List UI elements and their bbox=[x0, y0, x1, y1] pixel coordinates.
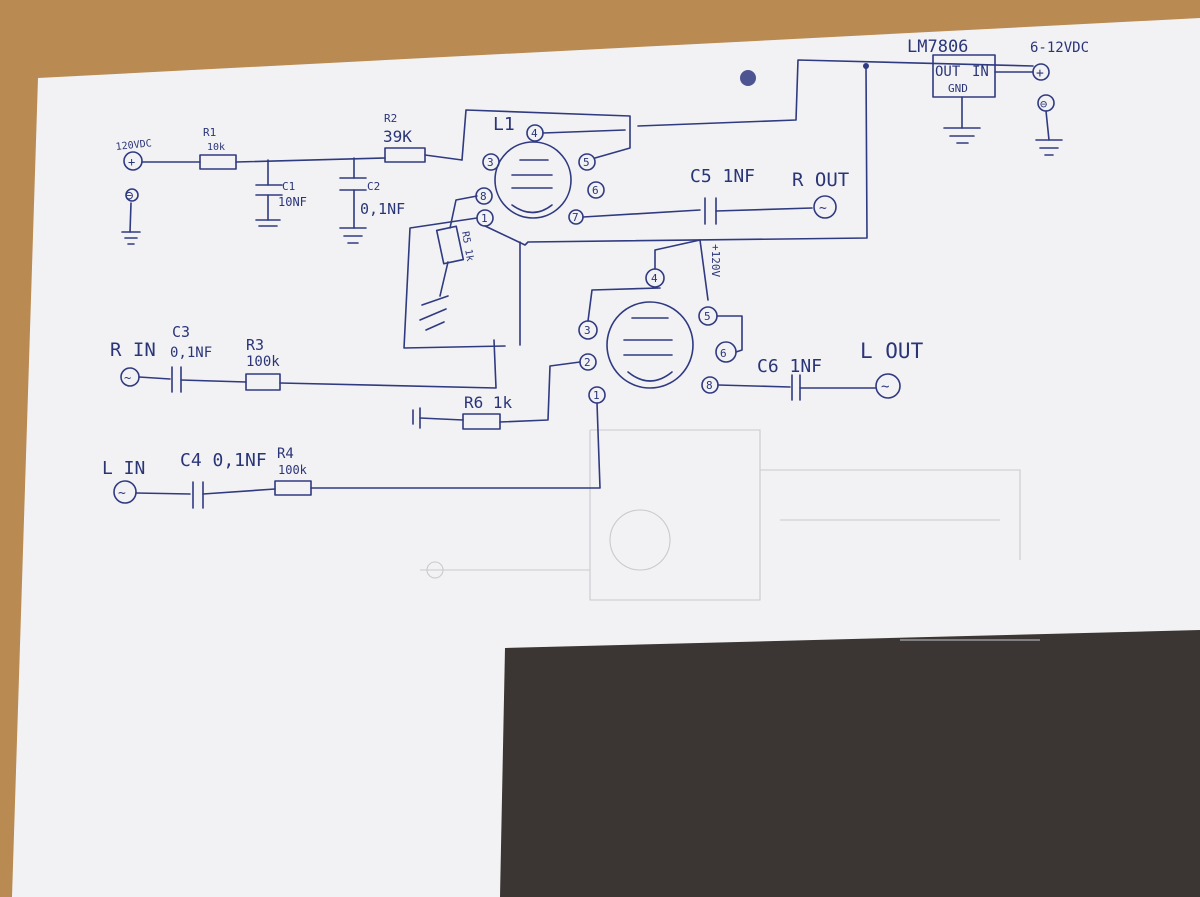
l2-pin-1: 1 bbox=[593, 389, 600, 402]
label-r-in: R IN bbox=[110, 339, 156, 361]
label-lm7806: LM7806 bbox=[907, 37, 968, 57]
label-120-minus: ⊖ bbox=[125, 188, 134, 204]
label-c2-name: C2 bbox=[367, 180, 380, 193]
label-r-in-ac: ~ bbox=[124, 371, 131, 385]
label-612-minus: ⊖ bbox=[1040, 97, 1047, 111]
label-l-in: L IN bbox=[102, 458, 145, 479]
label-reg-in: IN bbox=[972, 64, 989, 80]
label-c3-value: 0,1NF bbox=[170, 345, 212, 361]
l1-pin-5: 5 bbox=[583, 156, 590, 169]
pin-numbers: 4 3 5 6 8 1 7 4 3 5 2 6 1 8 bbox=[480, 127, 727, 402]
l2-pin-8: 8 bbox=[706, 379, 713, 392]
l2-pin-5: 5 bbox=[704, 310, 711, 323]
label-reg-out: OUT bbox=[935, 64, 961, 80]
label-r-out-ac: ~ bbox=[819, 201, 827, 216]
label-c4: C4 0,1NF bbox=[180, 450, 267, 471]
label-r1-name: R1 bbox=[203, 126, 216, 139]
ghost-lines bbox=[420, 429, 1040, 641]
label-r3-value: 100k bbox=[246, 354, 280, 370]
l2-pin-4: 4 bbox=[651, 272, 658, 285]
label-c3-name: C3 bbox=[172, 323, 190, 341]
label-c2-value: 0,1NF bbox=[360, 200, 405, 218]
label-612-plus: + bbox=[1036, 66, 1044, 81]
label-c1-value: 10NF bbox=[278, 195, 307, 209]
label-l-out: L OUT bbox=[860, 339, 924, 363]
label-c1-name: C1 bbox=[282, 180, 295, 193]
l1-pin-3: 3 bbox=[487, 156, 494, 169]
l1-pin-1: 1 bbox=[481, 212, 488, 225]
label-r6: R6 1k bbox=[464, 393, 513, 412]
label-l1: L1 bbox=[493, 114, 515, 135]
l2-pin-2: 2 bbox=[584, 356, 591, 369]
label-l-out-ac: ~ bbox=[881, 379, 889, 395]
label-c5: C5 1NF bbox=[690, 166, 755, 187]
label-reg-gnd: GND bbox=[948, 82, 968, 95]
label-r2-name: R2 bbox=[384, 112, 397, 125]
wires bbox=[113, 54, 1063, 509]
label-r3-name: R3 bbox=[246, 336, 264, 354]
l1-pin-7: 7 bbox=[572, 211, 579, 224]
labels: 120VDC + ⊖ R1 10k C1 10NF C2 0,1NF R2 39… bbox=[102, 37, 1089, 501]
l1-pin-6: 6 bbox=[592, 184, 599, 197]
l2-pin-6: 6 bbox=[720, 347, 727, 360]
label-r2-value: 39K bbox=[383, 127, 412, 146]
label-r5: R5 1k bbox=[459, 231, 475, 263]
label-r4-name: R4 bbox=[277, 446, 294, 462]
l1-pin-8: 8 bbox=[480, 190, 487, 203]
label-plus-120v: +120V bbox=[709, 244, 722, 277]
l1-pin-4: 4 bbox=[531, 127, 538, 140]
label-r1-value: 10k bbox=[207, 142, 225, 153]
label-l-in-ac: ~ bbox=[118, 486, 126, 501]
label-r-out: R OUT bbox=[792, 169, 849, 191]
label-r4-value: 100k bbox=[278, 463, 308, 477]
paper-shadow bbox=[500, 630, 1200, 897]
label-c6: C6 1NF bbox=[757, 356, 822, 377]
label-120-plus: + bbox=[128, 155, 135, 169]
label-6-12vdc: 6-12VDC bbox=[1030, 40, 1089, 56]
l2-pin-3: 3 bbox=[584, 324, 591, 337]
label-120vdc: 120VDC bbox=[115, 138, 152, 153]
